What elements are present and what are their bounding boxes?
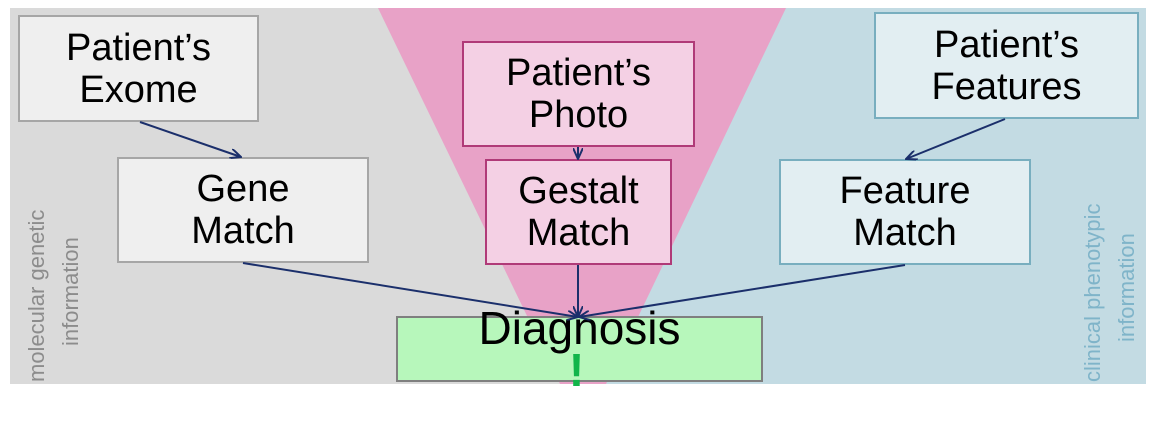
node-label: Feature xyxy=(839,170,971,212)
node-label: Photo xyxy=(528,94,629,136)
arrow-feature-match-to-diagnosis xyxy=(579,264,906,317)
arrow-gene-match-to-diagnosis xyxy=(242,262,578,317)
node-label: Patient’s xyxy=(933,23,1080,66)
node-label: Gestalt xyxy=(518,170,639,212)
node-label: Exome xyxy=(79,68,198,111)
node-label: Match xyxy=(853,212,957,254)
node-label: Features xyxy=(931,65,1082,108)
node-label: Gene xyxy=(196,168,290,210)
exclamation-mark: ! xyxy=(568,344,585,396)
arrow-exome-to-gene-match xyxy=(139,121,241,157)
arrow-features-to-feature-match xyxy=(906,118,1006,159)
node-label: Patient’s xyxy=(505,52,652,94)
node-label: Match xyxy=(191,210,295,252)
node-label: Patient’s xyxy=(65,26,212,69)
node-label: Match xyxy=(526,212,631,254)
